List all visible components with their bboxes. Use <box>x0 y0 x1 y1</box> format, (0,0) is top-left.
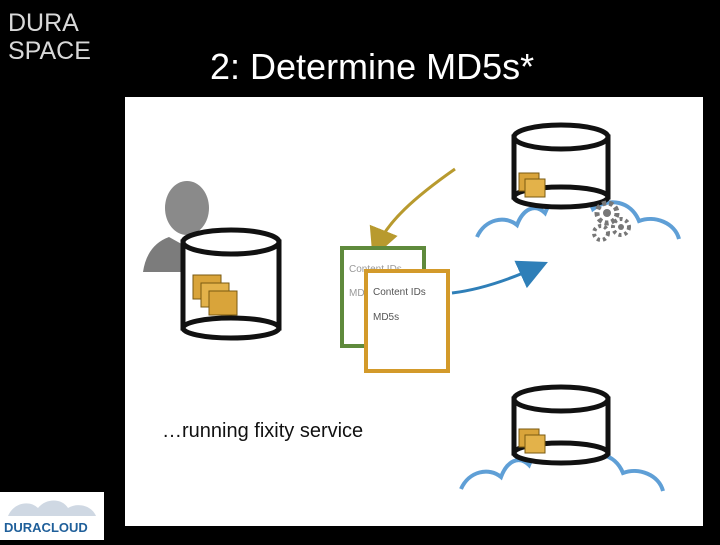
duracloud-text: DURACLOUD <box>4 520 88 535</box>
diagram-panel: Content IDs MD5s Content IDs MD5s <box>125 97 703 526</box>
slide-title: 2: Determine MD5s* <box>210 46 535 87</box>
doc-front-line2: MD5s <box>373 312 399 323</box>
duracloud-cloud-icon <box>8 500 96 516</box>
slide-caption: …running fixity service <box>162 420 364 442</box>
diagram-canvas: Content IDs MD5s Content IDs MD5s <box>143 122 681 492</box>
cloud-database-icon-bottom <box>511 384 611 466</box>
duraspace-logo: DURA SPACE <box>8 9 91 64</box>
results-arrow <box>451 260 548 295</box>
doc-back-line2: MD5s <box>349 288 375 299</box>
logo-text-top: DURA <box>8 9 79 37</box>
logo-text-bottom: SPACE <box>8 37 91 64</box>
upload-arrow <box>369 167 456 259</box>
folder-icon <box>192 274 238 316</box>
cloud-storage-top <box>475 122 681 242</box>
doc-front-line1: Content IDs <box>373 287 426 298</box>
gears-icon <box>592 200 631 242</box>
cloud-storage-bottom <box>459 384 665 492</box>
duracloud-logo: DURACLOUD <box>0 492 104 540</box>
cloud-database-icon <box>511 122 611 210</box>
local-storage-database-icon <box>180 227 282 341</box>
document-front: Content IDs MD5s <box>364 269 450 373</box>
